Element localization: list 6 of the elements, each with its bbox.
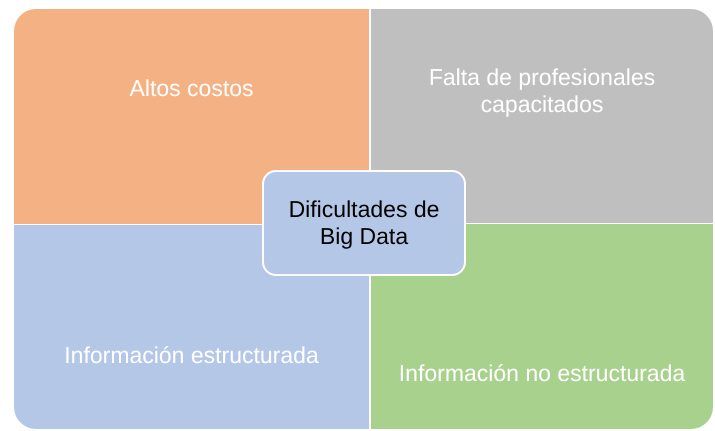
center-label: Dificultades de Big Data	[288, 196, 440, 250]
panel-label: Altos costos	[130, 75, 254, 102]
panel-label: Información estructurada	[64, 342, 319, 369]
panel-label: Información no estructurada	[398, 360, 686, 387]
panel-label: Falta de profesionales capacitados	[428, 64, 656, 118]
center-box	[262, 170, 466, 276]
